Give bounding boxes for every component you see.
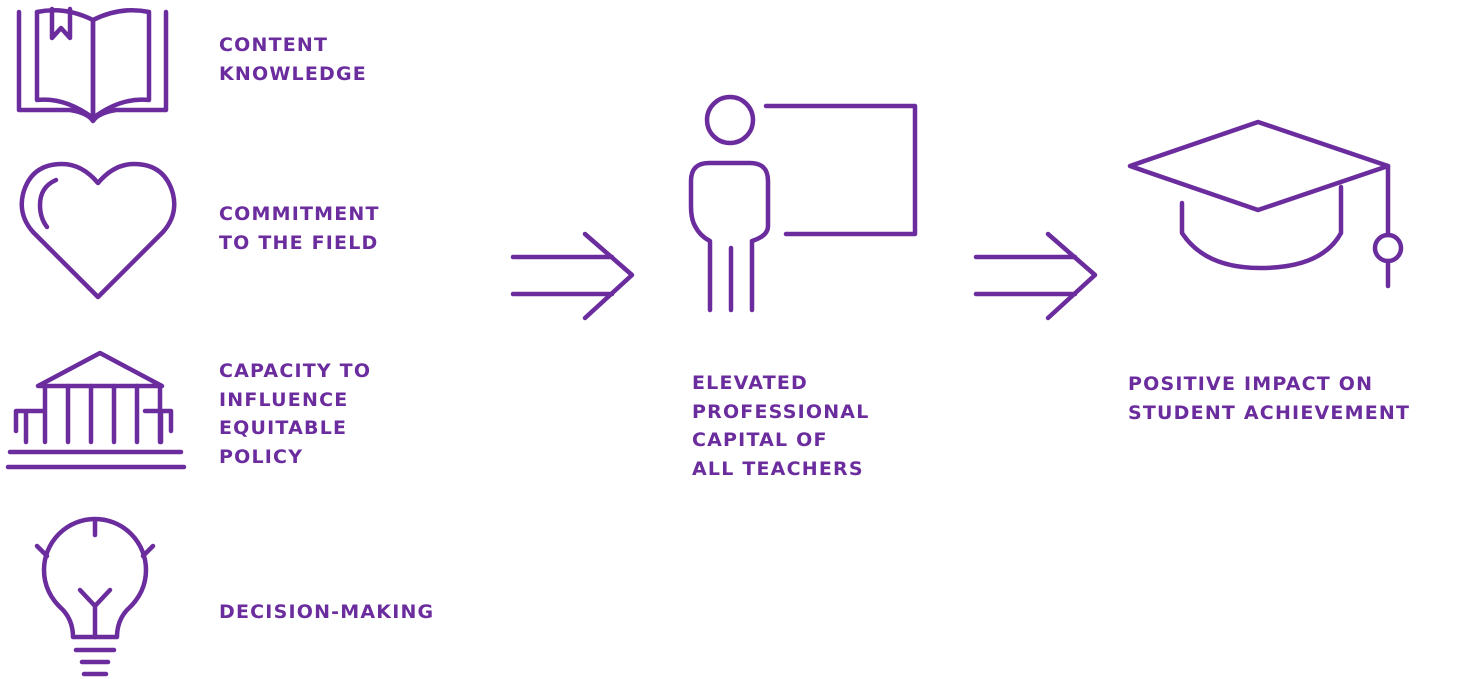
input-label-decision-making: DECISION-MAKING (219, 601, 435, 623)
input-label-policy: CAPACITY TO INFLUENCE EQUITABLE POLICY (219, 360, 372, 468)
outcome-label-student-achievement: POSITIVE IMPACT ON STUDENT ACHIEVEMENT (1128, 373, 1411, 424)
input-label-commitment: COMMITMENT TO THE FIELD (219, 203, 380, 254)
input-label-content-knowledge: CONTENT KNOWLEDGE (219, 34, 367, 85)
outcome-label-professional-capital: ELEVATED PROFESSIONAL CAPITAL OF ALL TEA… (692, 372, 870, 480)
